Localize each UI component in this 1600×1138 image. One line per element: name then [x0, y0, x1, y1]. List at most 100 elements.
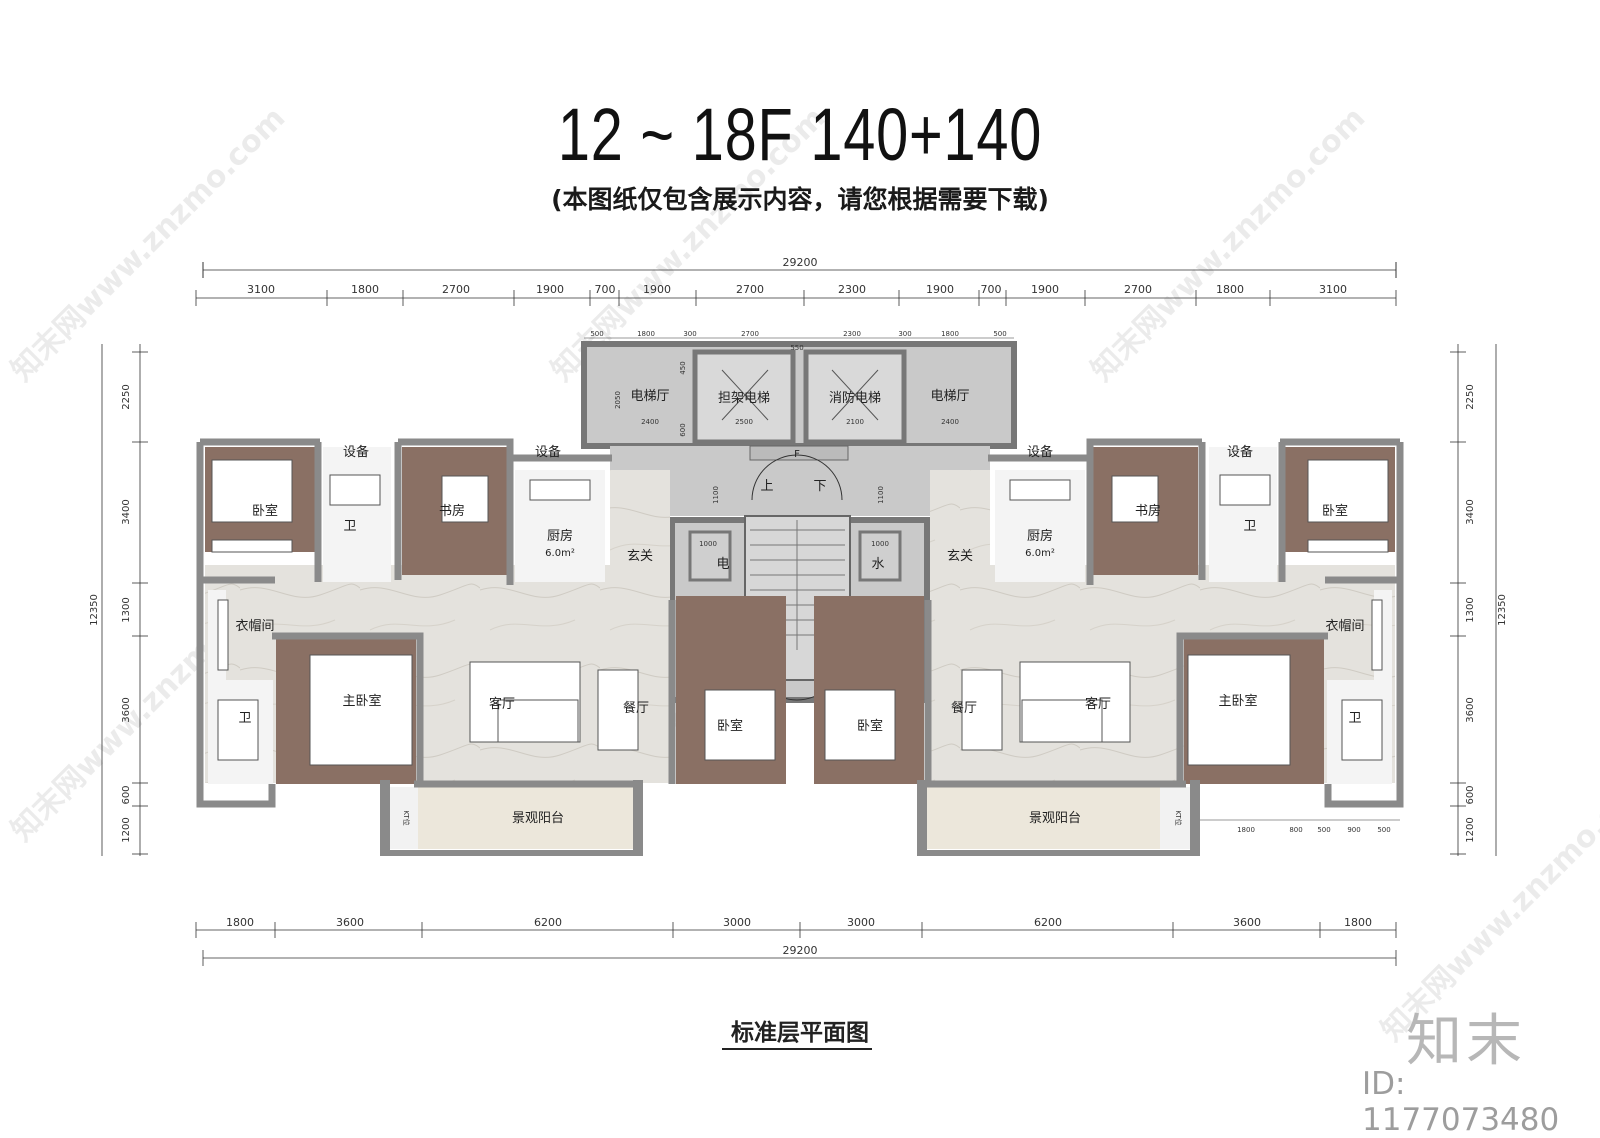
core-dim: 2400 — [641, 418, 659, 426]
right-equip2-label: 设备 — [1227, 444, 1253, 460]
left-closet-label: 衣帽间 — [235, 618, 274, 634]
core-dim: 450 — [679, 361, 687, 374]
stair-down-label: 下 — [813, 479, 826, 494]
dim-seg: 1800 — [1216, 283, 1244, 296]
dim-seg: 1900 — [536, 283, 564, 296]
right-bedroom2-label: 卧室 — [857, 718, 883, 734]
bottom-dim: 1800 — [1344, 916, 1372, 929]
left-unit: 卧室 书房 厨房 6.0m² 卫 卫 设备 设备 玄关 衣帽间 主卧室 客厅 餐… — [196, 438, 786, 856]
dim-seg: 3100 — [247, 283, 275, 296]
left-dim: 3600 — [121, 697, 132, 722]
brand-logo: 知末 — [1406, 1009, 1526, 1074]
left-foyer-label: 玄关 — [627, 549, 653, 564]
lobby-left-label: 电梯厅 — [630, 389, 669, 404]
right-dim: 3600 — [1465, 697, 1476, 722]
bottom-dim: 3000 — [847, 916, 875, 929]
dim-seg: 2300 — [838, 283, 866, 296]
bottom-dimensions: 1800 3600 6200 3000 3000 6200 3600 1800 … — [195, 916, 1397, 966]
dim-seg: 2700 — [736, 283, 764, 296]
dim-seg: 2700 — [1124, 283, 1152, 296]
water-room-label: 水 — [871, 557, 884, 572]
core-dim: 1800 — [637, 330, 655, 338]
balcony-dim: 800 — [1289, 826, 1302, 834]
drawing-caption: 标准层平面图 — [731, 1020, 869, 1046]
left-study-label: 书房 — [439, 503, 465, 519]
dim-seg: 2700 — [442, 283, 470, 296]
core-dim: 2700 — [741, 330, 759, 338]
left-equip2-label: 设备 — [535, 444, 561, 460]
bottom-dim: 6200 — [534, 916, 562, 929]
core-dim: 2500 — [735, 418, 753, 426]
right-dining-label: 餐厅 — [951, 700, 977, 716]
right-foyer-label: 玄关 — [947, 549, 973, 564]
dim-seg: 3100 — [1319, 283, 1347, 296]
bottom-dim: 1800 — [226, 916, 254, 929]
core-dim: 2300 — [843, 330, 861, 338]
lobby-right-label: 电梯厅 — [930, 389, 969, 404]
right-kitchen-label: 厨房 — [1027, 528, 1053, 544]
core-top-dimensions: 500 1800 300 2700 2300 300 1800 500 — [584, 330, 1014, 339]
core-dim: 550 — [790, 344, 803, 352]
dim-seg: 700 — [595, 283, 616, 296]
left-balcony-label: 景观阳台 — [512, 811, 564, 826]
left-dim: 3400 — [121, 499, 132, 524]
elec-room-label: 电 — [716, 557, 729, 572]
left-bath2-label: 卫 — [238, 711, 251, 726]
balcony-dim: 500 — [1377, 826, 1390, 834]
right-dim: 1200 — [1465, 817, 1476, 842]
elevator-shaft-stretcher — [692, 349, 796, 445]
core-dim: 600 — [679, 423, 687, 436]
left-master-label: 主卧室 — [342, 693, 381, 709]
right-study-label: 书房 — [1135, 503, 1161, 519]
dim-seg: 1900 — [1031, 283, 1059, 296]
left-dim: 1300 — [121, 597, 132, 622]
elevator-shaft-fire — [803, 349, 907, 445]
core-dim: 500 — [993, 330, 1006, 338]
dim-seg: 1900 — [926, 283, 954, 296]
balcony-dim: 500 — [1317, 826, 1330, 834]
top-dimension-total: 29200 — [202, 256, 1397, 278]
right-dimensions: 2250 3400 1300 3600 600 1200 12350 — [1450, 344, 1508, 856]
core-dim: 2050 — [614, 391, 622, 409]
core-dim: 1100 — [712, 486, 720, 504]
balcony-dim: 900 — [1347, 826, 1360, 834]
left-kitchen-label: 厨房 — [547, 528, 573, 544]
left-dim-total: 12350 — [89, 594, 100, 626]
elevator-stretcher-label: 担架电梯 — [718, 391, 770, 406]
core-dim: 2100 — [846, 418, 864, 426]
bottom-dim-total: 29200 — [783, 944, 818, 957]
core-dim: 1800 — [941, 330, 959, 338]
left-dim: 600 — [121, 785, 132, 804]
left-equip1-label: 设备 — [343, 444, 369, 460]
bottom-dim: 3600 — [336, 916, 364, 929]
right-bath2-label: 卫 — [1348, 711, 1361, 726]
right-equip1-label: 设备 — [1027, 444, 1053, 460]
left-ac-label: KT位 — [402, 810, 411, 825]
right-kitchen-area: 6.0m² — [1025, 548, 1055, 559]
right-dim: 600 — [1465, 785, 1476, 804]
left-dim: 1200 — [121, 817, 132, 842]
image-id: ID: 1177073480 — [1362, 1066, 1560, 1138]
right-dim-total: 12350 — [1497, 594, 1508, 626]
stair-up-label: 上 — [760, 479, 773, 494]
caption-underline — [722, 1048, 872, 1050]
core-dim: 1000 — [871, 540, 889, 548]
right-bedroom-label: 卧室 — [1322, 503, 1348, 519]
bottom-dim: 3000 — [723, 916, 751, 929]
left-dim: 2250 — [121, 384, 132, 409]
right-unit: 卧室 书房 厨房 6.0m² 卫 卫 设备 设备 玄关 衣帽间 主卧室 客厅 餐… — [814, 438, 1404, 856]
left-dimensions: 2250 3400 1300 3600 600 1200 12350 — [89, 344, 148, 856]
elevator-fire-label: 消防电梯 — [829, 390, 881, 406]
left-kitchen-area: 6.0m² — [545, 548, 575, 559]
left-bedroom2-label: 卧室 — [717, 718, 743, 734]
balcony-dimensions: 900 1800 800 500 900 500 — [1183, 819, 1400, 834]
core-dim: 1000 — [699, 540, 717, 548]
core-dim: 1100 — [877, 486, 885, 504]
left-bath1-label: 卫 — [343, 519, 356, 534]
fire-mark-label: F — [794, 449, 800, 460]
left-living-label: 客厅 — [489, 696, 515, 712]
core-dim: 300 — [683, 330, 696, 338]
dim-total-top: 29200 — [783, 256, 818, 269]
core-dim: 2400 — [941, 418, 959, 426]
